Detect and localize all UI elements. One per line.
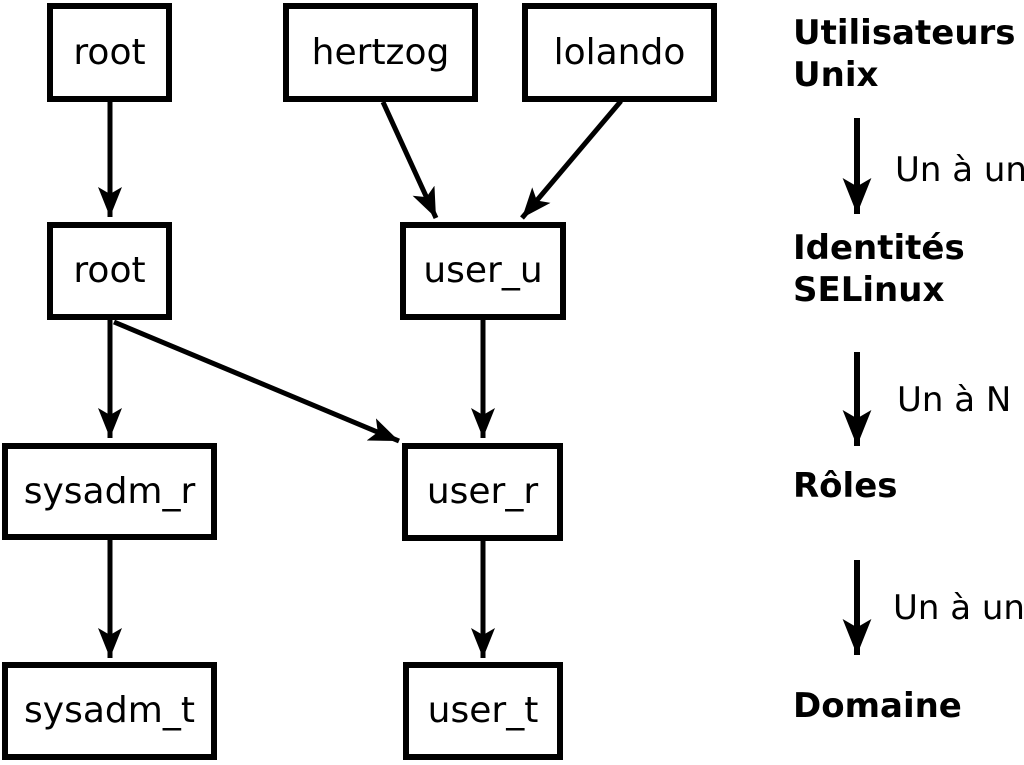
legend-stage-utilisateurs-unix: Utilisateurs Unix xyxy=(793,13,1016,95)
node-label: sysadm_t xyxy=(24,690,195,731)
node-label: sysadm_r xyxy=(23,470,196,512)
node-label: user_u xyxy=(423,250,543,291)
node-label: hertzog xyxy=(311,31,450,73)
legend-relation-un-a-un-2: Un à un xyxy=(893,588,1024,628)
legend-stage-roles: Rôles xyxy=(793,466,898,506)
node-unix-root: root xyxy=(47,3,172,102)
node-unix-hertzog: hertzog xyxy=(283,3,478,102)
node-label: lolando xyxy=(553,31,686,73)
legend-stage-domaine: Domaine xyxy=(793,686,962,726)
edge-lolando-to-user_u xyxy=(520,99,623,220)
legend-stage-identites-selinux: Identités SELinux xyxy=(793,228,965,310)
node-role-user_r: user_r xyxy=(402,443,563,541)
node-label: root xyxy=(73,250,146,291)
node-label: user_r xyxy=(426,471,539,512)
node-selinux-root: root xyxy=(47,222,172,320)
legend-relation-un-a-n: Un à N xyxy=(897,380,1012,420)
node-selinux-user_u: user_u xyxy=(400,222,566,320)
edge-hertzog-to-user_u xyxy=(380,100,439,220)
legend-relation-un-a-un-1: Un à un xyxy=(895,150,1024,190)
node-label: user_t xyxy=(427,690,539,731)
node-domain-user_t: user_t xyxy=(403,662,563,760)
node-label: root xyxy=(73,31,146,73)
edge-selinux-root-to-user_r xyxy=(113,319,400,444)
node-role-sysadm_r: sysadm_r xyxy=(2,443,217,540)
node-unix-lolando: lolando xyxy=(522,3,717,102)
node-domain-sysadm_t: sysadm_t xyxy=(2,662,217,760)
